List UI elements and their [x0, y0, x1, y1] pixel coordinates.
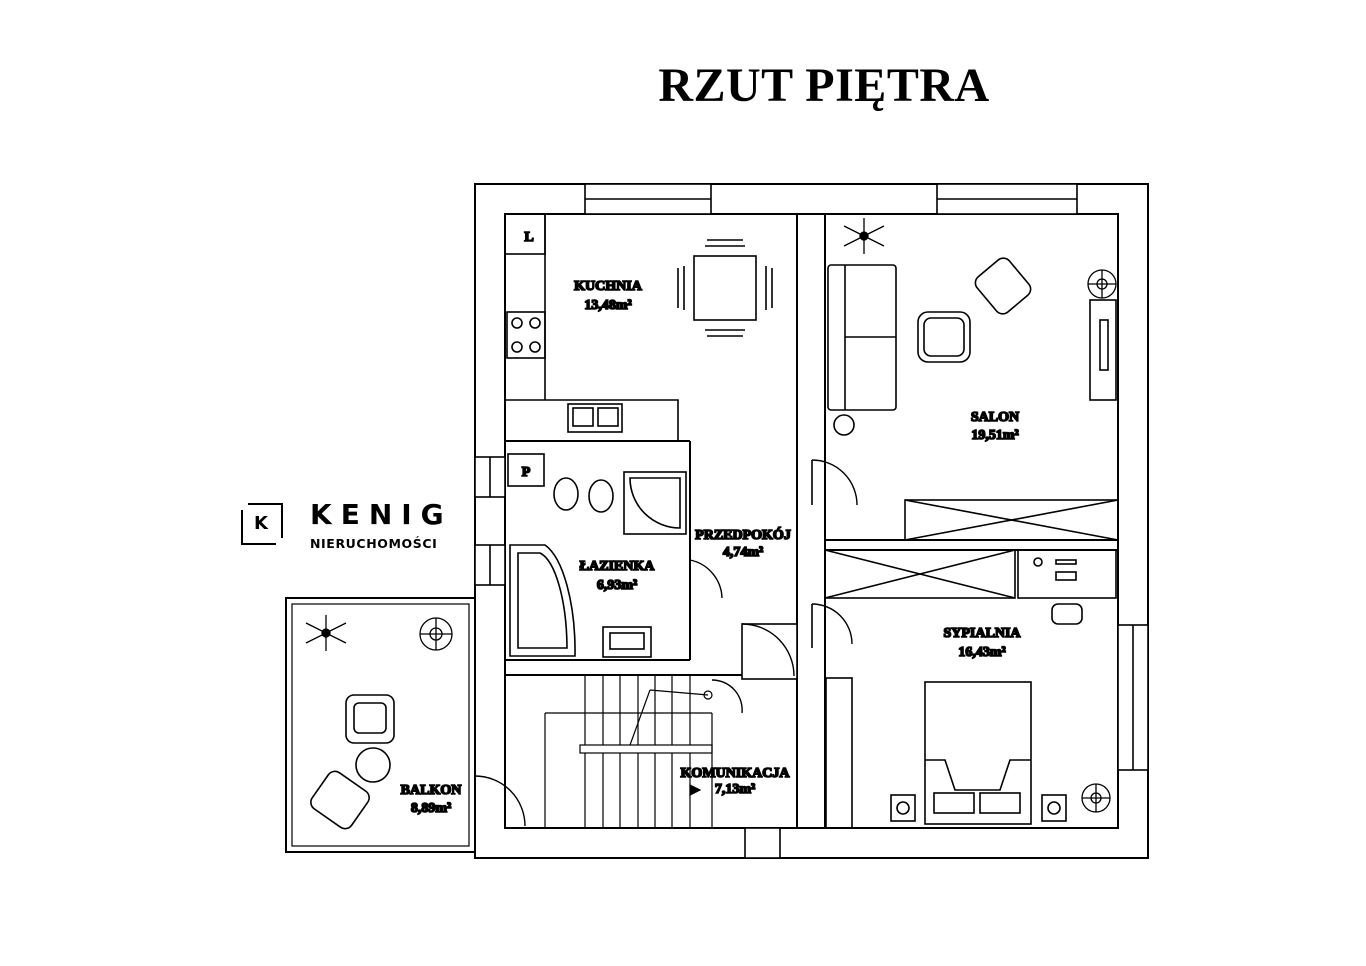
room-area-przedpokoj: 4,74m²: [723, 545, 763, 560]
plan-title: RZUT PIĘTRA: [658, 59, 990, 112]
hall-doors: [741, 603, 853, 680]
kitchen-counters: [504, 213, 679, 441]
storage-mark: P: [522, 465, 531, 480]
laundry-mark: L: [524, 230, 533, 245]
dining-table: [677, 239, 773, 337]
logo-name: KENIG: [310, 498, 453, 531]
room-name-lazienka: ŁAZIENKA: [580, 559, 656, 574]
room-area-salon: 19,51m²: [971, 428, 1018, 443]
room-area-komunikacja: 7,13m²: [715, 782, 755, 797]
salon-furniture: [811, 257, 1119, 541]
stairs: [544, 675, 743, 828]
room-area-lazienka: 6,93m²: [597, 578, 637, 593]
windows: [474, 183, 1149, 859]
room-area-kuchnia: 13,48m²: [584, 298, 631, 313]
room-name-sypialnia: SYPIALNIA: [943, 626, 1021, 641]
room-name-balkon: BALKON: [401, 783, 462, 798]
room-name-kuchnia: KUCHNIA: [574, 279, 643, 294]
balcony-furniture: [310, 694, 395, 830]
logo-letter: K: [254, 513, 268, 534]
room-area-sypialnia: 16,43m²: [958, 645, 1005, 660]
room-name-salon: SALON: [971, 410, 1019, 425]
logo-subtitle: NIERUCHOMOŚCI: [310, 536, 438, 551]
room-area-balkon: 8,89m²: [411, 801, 451, 816]
room-name-komunikacja: KOMUNIKACJA: [681, 766, 791, 781]
bathroom-fittings: [507, 453, 723, 658]
balcony: [285, 597, 526, 853]
logo-frame: [241, 503, 283, 545]
kenig-logo: K KENIG NIERUCHOMOŚCI: [240, 498, 470, 558]
room-name-przedpokoj: PRZEDPOKÓJ: [695, 526, 791, 543]
bedroom-furniture: [824, 549, 1117, 829]
plant-icons: [305, 218, 1117, 813]
